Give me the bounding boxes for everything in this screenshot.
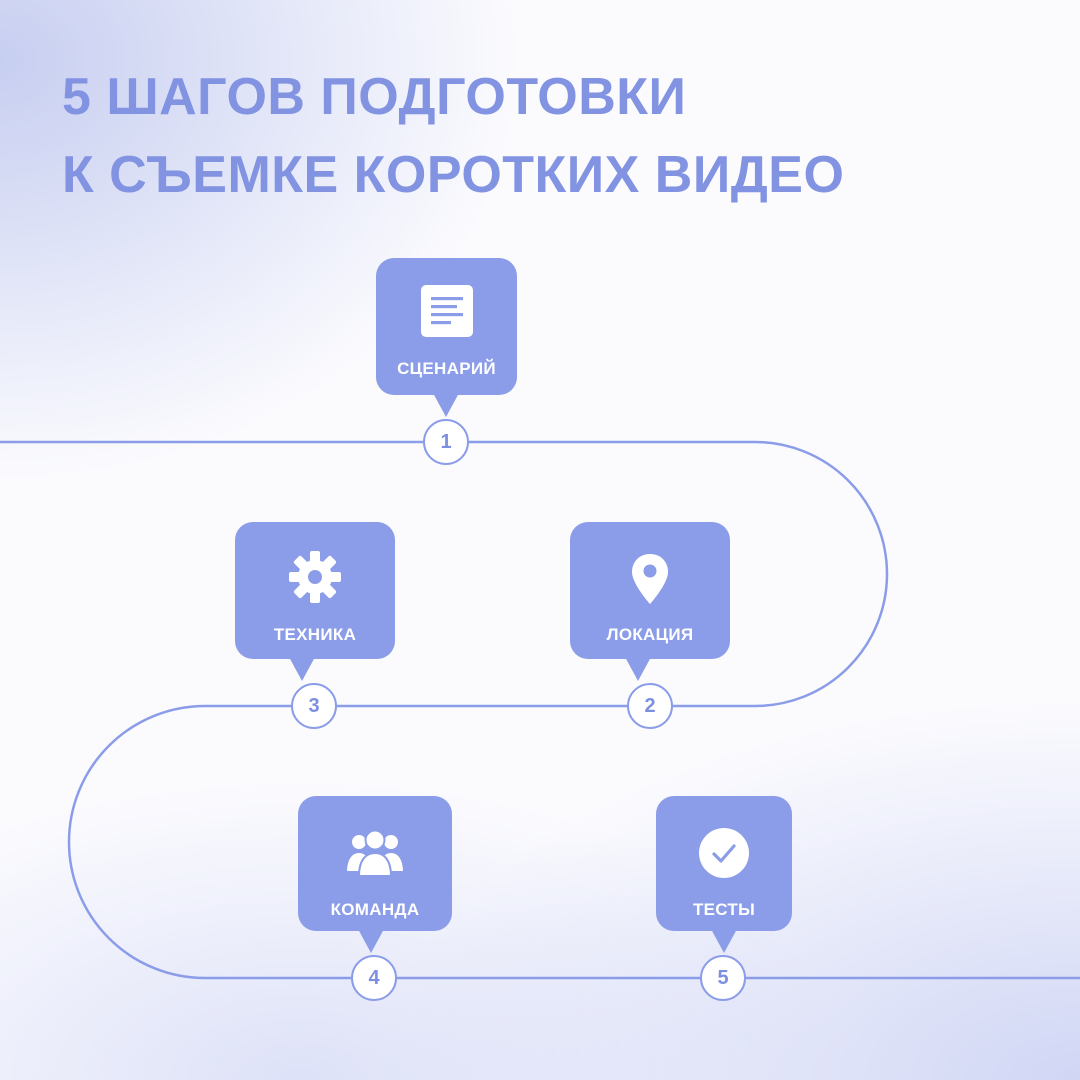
- step-label: ЛОКАЦИЯ: [606, 625, 694, 644]
- step-card-team: КОМАНДА: [298, 796, 452, 953]
- step-number-2: 2: [627, 683, 673, 729]
- card-pointer: [289, 657, 315, 681]
- card-pointer: [358, 929, 384, 953]
- step-number-4: 4: [351, 955, 397, 1001]
- roadmap-line: [0, 440, 1080, 980]
- step-card-location: ЛОКАЦИЯ: [570, 522, 730, 681]
- step-card-equipment: ТЕХНИКА: [235, 522, 395, 681]
- step-card-scenario: СЦЕНАРИЙ: [376, 258, 517, 417]
- step-label: СЦЕНАРИЙ: [397, 359, 496, 378]
- title-line-2: К СЪЕМКЕ КОРОТКИХ ВИДЕО: [62, 146, 845, 204]
- document-icon: [420, 285, 473, 337]
- checkmark-circle-icon: [699, 828, 749, 878]
- page-title: 5 ШАГОВ ПОДГОТОВКИ К СЪЕМКЕ КОРОТКИХ ВИД…: [62, 58, 844, 214]
- team-icon: [345, 829, 405, 877]
- card-pointer: [711, 929, 737, 953]
- step-label: КОМАНДА: [330, 900, 420, 919]
- gear-icon: [289, 551, 341, 603]
- location-pin-icon: [632, 554, 668, 604]
- step-number-1: 1: [423, 419, 469, 465]
- card-pointer: [433, 393, 459, 417]
- title-line-1: 5 ШАГОВ ПОДГОТОВКИ: [62, 68, 687, 126]
- card-pointer: [625, 657, 651, 681]
- step-card-tests: ТЕСТЫ: [656, 796, 792, 953]
- step-number-5: 5: [700, 955, 746, 1001]
- step-number-3: 3: [291, 683, 337, 729]
- step-label: ТЕХНИКА: [273, 625, 357, 644]
- step-label: ТЕСТЫ: [692, 900, 756, 919]
